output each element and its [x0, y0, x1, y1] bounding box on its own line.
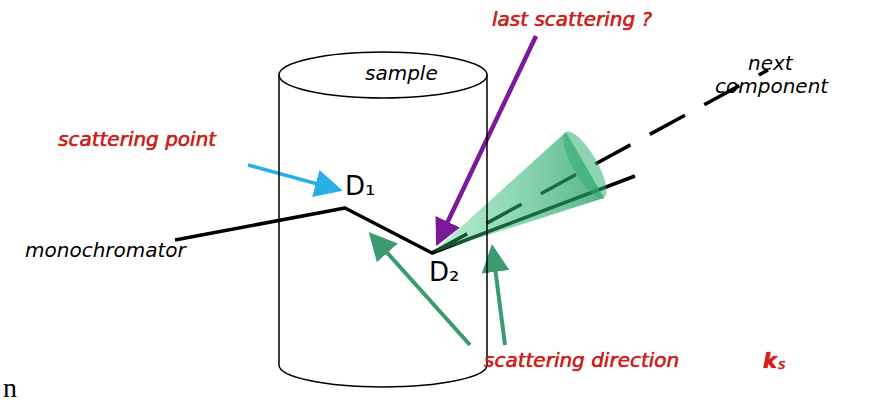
- callout-label: scattering direction: [484, 349, 679, 372]
- point-label: D₂: [429, 258, 459, 288]
- cylinder-top: [279, 52, 487, 98]
- point-arrow: [248, 165, 336, 189]
- point-label: D₁: [345, 172, 375, 202]
- last-arrow: [440, 36, 536, 238]
- vector-subscript: s: [778, 356, 785, 372]
- component-label: next component: [715, 52, 865, 98]
- node-title: sample: [365, 61, 438, 85]
- callout-label: scattering point: [58, 128, 216, 151]
- vector-symbol: k: [763, 349, 777, 373]
- cylinder-body: [279, 75, 487, 387]
- direction-arrow: [493, 252, 505, 345]
- cylinder-outline: [278, 50, 488, 390]
- callout-label: last scattering ?: [492, 8, 652, 31]
- sample-cylinder: sample: [278, 50, 488, 390]
- stray-letter: n: [3, 372, 17, 404]
- cone-base: [556, 126, 615, 204]
- direction-arrow: [374, 238, 470, 345]
- component-label: monochromator: [25, 239, 186, 262]
